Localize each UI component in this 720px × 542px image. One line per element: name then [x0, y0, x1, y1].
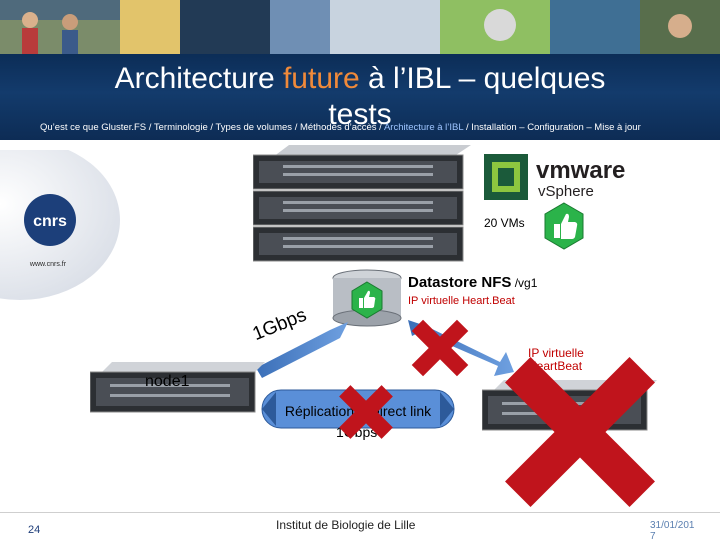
arrow-node1-datastore: [256, 322, 348, 378]
vmware-vsphere-logo: vmware vSphere: [484, 154, 625, 200]
datastore-icon: [332, 269, 402, 327]
thumbs-up-icon: [544, 202, 584, 250]
cnrs-logo: cnrs www.cnrs.fr: [0, 150, 120, 300]
server-node1-icon: [90, 362, 265, 413]
cnrs-logo-url: www.cnrs.fr: [29, 261, 67, 268]
slide-title-line2: tests: [328, 98, 392, 131]
header-photo-collage: [0, 0, 720, 58]
breadcrumb: Qu’est ce que Gluster.FS / Terminologie …: [40, 122, 641, 133]
slide-title-accent: future: [282, 62, 360, 95]
cnrs-logo-text: cnrs: [33, 213, 67, 230]
cross-icon: [339, 385, 393, 439]
page-number: 24: [28, 524, 41, 536]
rack-server-stack-icon: [253, 145, 471, 262]
title-bar: [0, 54, 720, 140]
footer-divider: [0, 512, 720, 513]
vm-count-label: 20 VMs: [484, 216, 525, 230]
cross-icon: [505, 357, 655, 507]
virtual-ip-heartbeat-label: IP virtuelle Heart.Beat: [408, 295, 515, 307]
slide-title-line1: Architecture future à l’IBL – quelques: [114, 62, 606, 95]
datastore-path: /vg1: [511, 276, 538, 290]
datastore-title: Datastore NFS /vg1: [408, 274, 538, 291]
footer-institute: Institut de Biologie de Lille: [276, 518, 416, 532]
node1-label: node1: [145, 373, 190, 390]
vmware-brand-text: vmware: [536, 157, 625, 184]
cross-icon: [411, 319, 469, 377]
vsphere-product-text: vSphere: [538, 183, 594, 200]
breadcrumb-active: Architecture à l’IBL: [383, 122, 464, 133]
